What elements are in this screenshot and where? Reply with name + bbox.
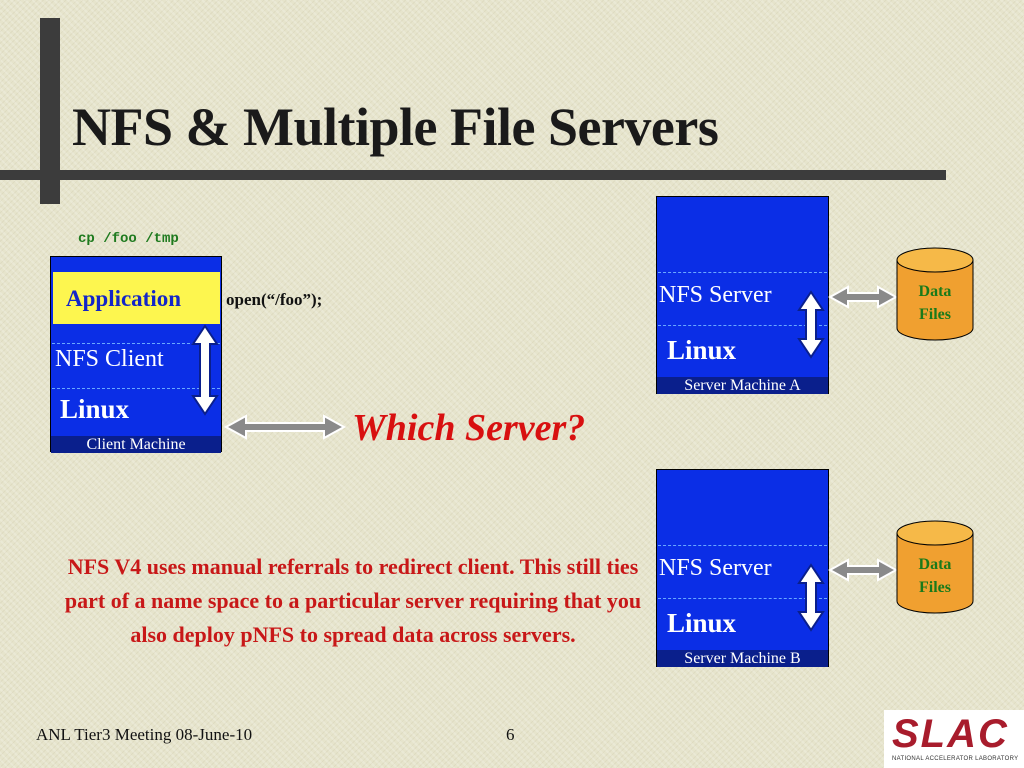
server-a-linux-label: Linux <box>667 335 737 365</box>
client-layer-divider <box>52 388 220 389</box>
client-command: cp /foo /tmp <box>78 231 179 247</box>
data-files-b-line1: Data <box>918 556 952 573</box>
page-number: 6 <box>506 725 515 744</box>
application-layer <box>53 272 220 324</box>
server-b-double-arrow <box>797 563 825 632</box>
slide-title: NFS & Multiple File Servers <box>72 97 719 157</box>
client-double-arrow <box>191 324 219 416</box>
data-files-label-a: Data Files <box>897 280 973 326</box>
client-layer-divider <box>52 343 220 344</box>
server-a-layer-divider <box>658 325 827 326</box>
server-b-machine-label: Server Machine B <box>657 650 828 667</box>
data-files-a-line1: Data <box>918 283 952 300</box>
server-machine-b-box <box>656 469 829 667</box>
server-machine-a-box <box>656 196 829 394</box>
slac-logo-subtitle: NATIONAL ACCELERATOR LABORATORY <box>892 756 1019 762</box>
slac-logo <box>884 710 1024 768</box>
client-linux-label: Linux <box>60 394 130 424</box>
title-underline-bar <box>0 170 946 180</box>
server-b-layer-divider <box>658 545 827 546</box>
nfs-client-label: NFS Client <box>55 346 164 372</box>
title-vertical-bar <box>40 18 60 204</box>
referral-note: NFS V4 uses manual referrals to redirect… <box>64 554 642 647</box>
data-files-a-line2: Files <box>919 306 951 323</box>
which-server-question: Which Server? <box>352 407 586 449</box>
client-machine-label: Client Machine <box>51 436 221 453</box>
server-a-data-arrow <box>827 285 899 309</box>
server-a-layer-divider <box>658 272 827 273</box>
server-a-double-arrow <box>797 290 825 359</box>
server-a-machine-label: Server Machine A <box>657 377 828 394</box>
data-files-cylinder-a <box>896 247 974 341</box>
server-b-data-arrow <box>827 558 899 582</box>
client-network-arrow <box>223 414 347 440</box>
server-b-linux-label: Linux <box>667 608 737 638</box>
server-a-nfs-server-label: NFS Server <box>659 282 772 308</box>
slac-logo-text: SLAC <box>892 712 1009 756</box>
data-files-b-line2: Files <box>919 579 951 596</box>
server-b-nfs-server-label: NFS Server <box>659 555 772 581</box>
server-b-layer-divider <box>658 598 827 599</box>
footer-event: ANL Tier3 Meeting 08-June-10 <box>36 725 253 744</box>
open-call-label: open(“/foo”); <box>226 290 323 309</box>
application-label: Application <box>66 286 182 311</box>
data-files-label-b: Data Files <box>897 553 973 599</box>
data-files-cylinder-b <box>896 520 974 614</box>
